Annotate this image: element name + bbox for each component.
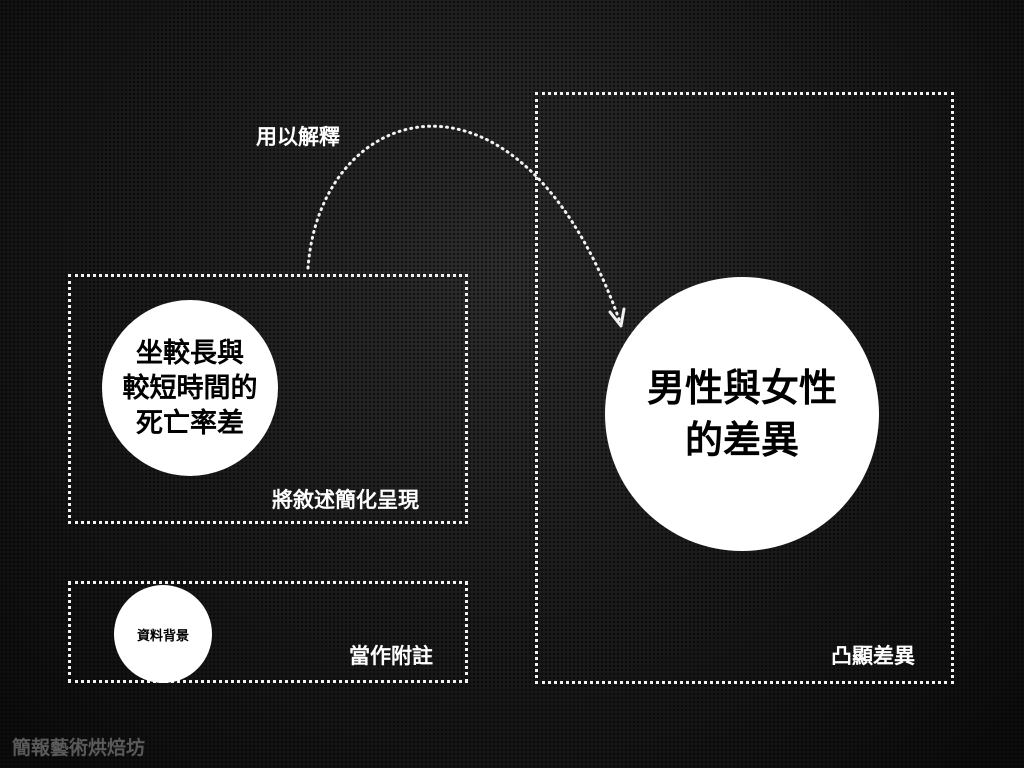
right-circle-text: 男性與女性 的差異 (646, 366, 837, 462)
left-box (68, 274, 468, 524)
right-box (535, 92, 954, 684)
bottom-box (68, 581, 468, 683)
left-circle-text: 坐較長與 較短時間的 死亡率差 (122, 337, 258, 439)
footer-watermark: 簡報藝術烘焙坊 (12, 737, 146, 759)
bottom-box-caption: 當作附註 (349, 644, 433, 668)
bottom-circle: 資料背景 (114, 585, 212, 683)
bottom-circle-text: 資料背景 (136, 628, 189, 644)
right-circle: 男性與女性 的差異 (605, 277, 879, 551)
left-box-caption: 將敘述簡化呈現 (272, 488, 419, 512)
right-box-caption: 凸顯差異 (831, 644, 915, 668)
annotation-label: 用以解釋 (256, 125, 340, 149)
left-circle: 坐較長與 較短時間的 死亡率差 (102, 300, 278, 476)
